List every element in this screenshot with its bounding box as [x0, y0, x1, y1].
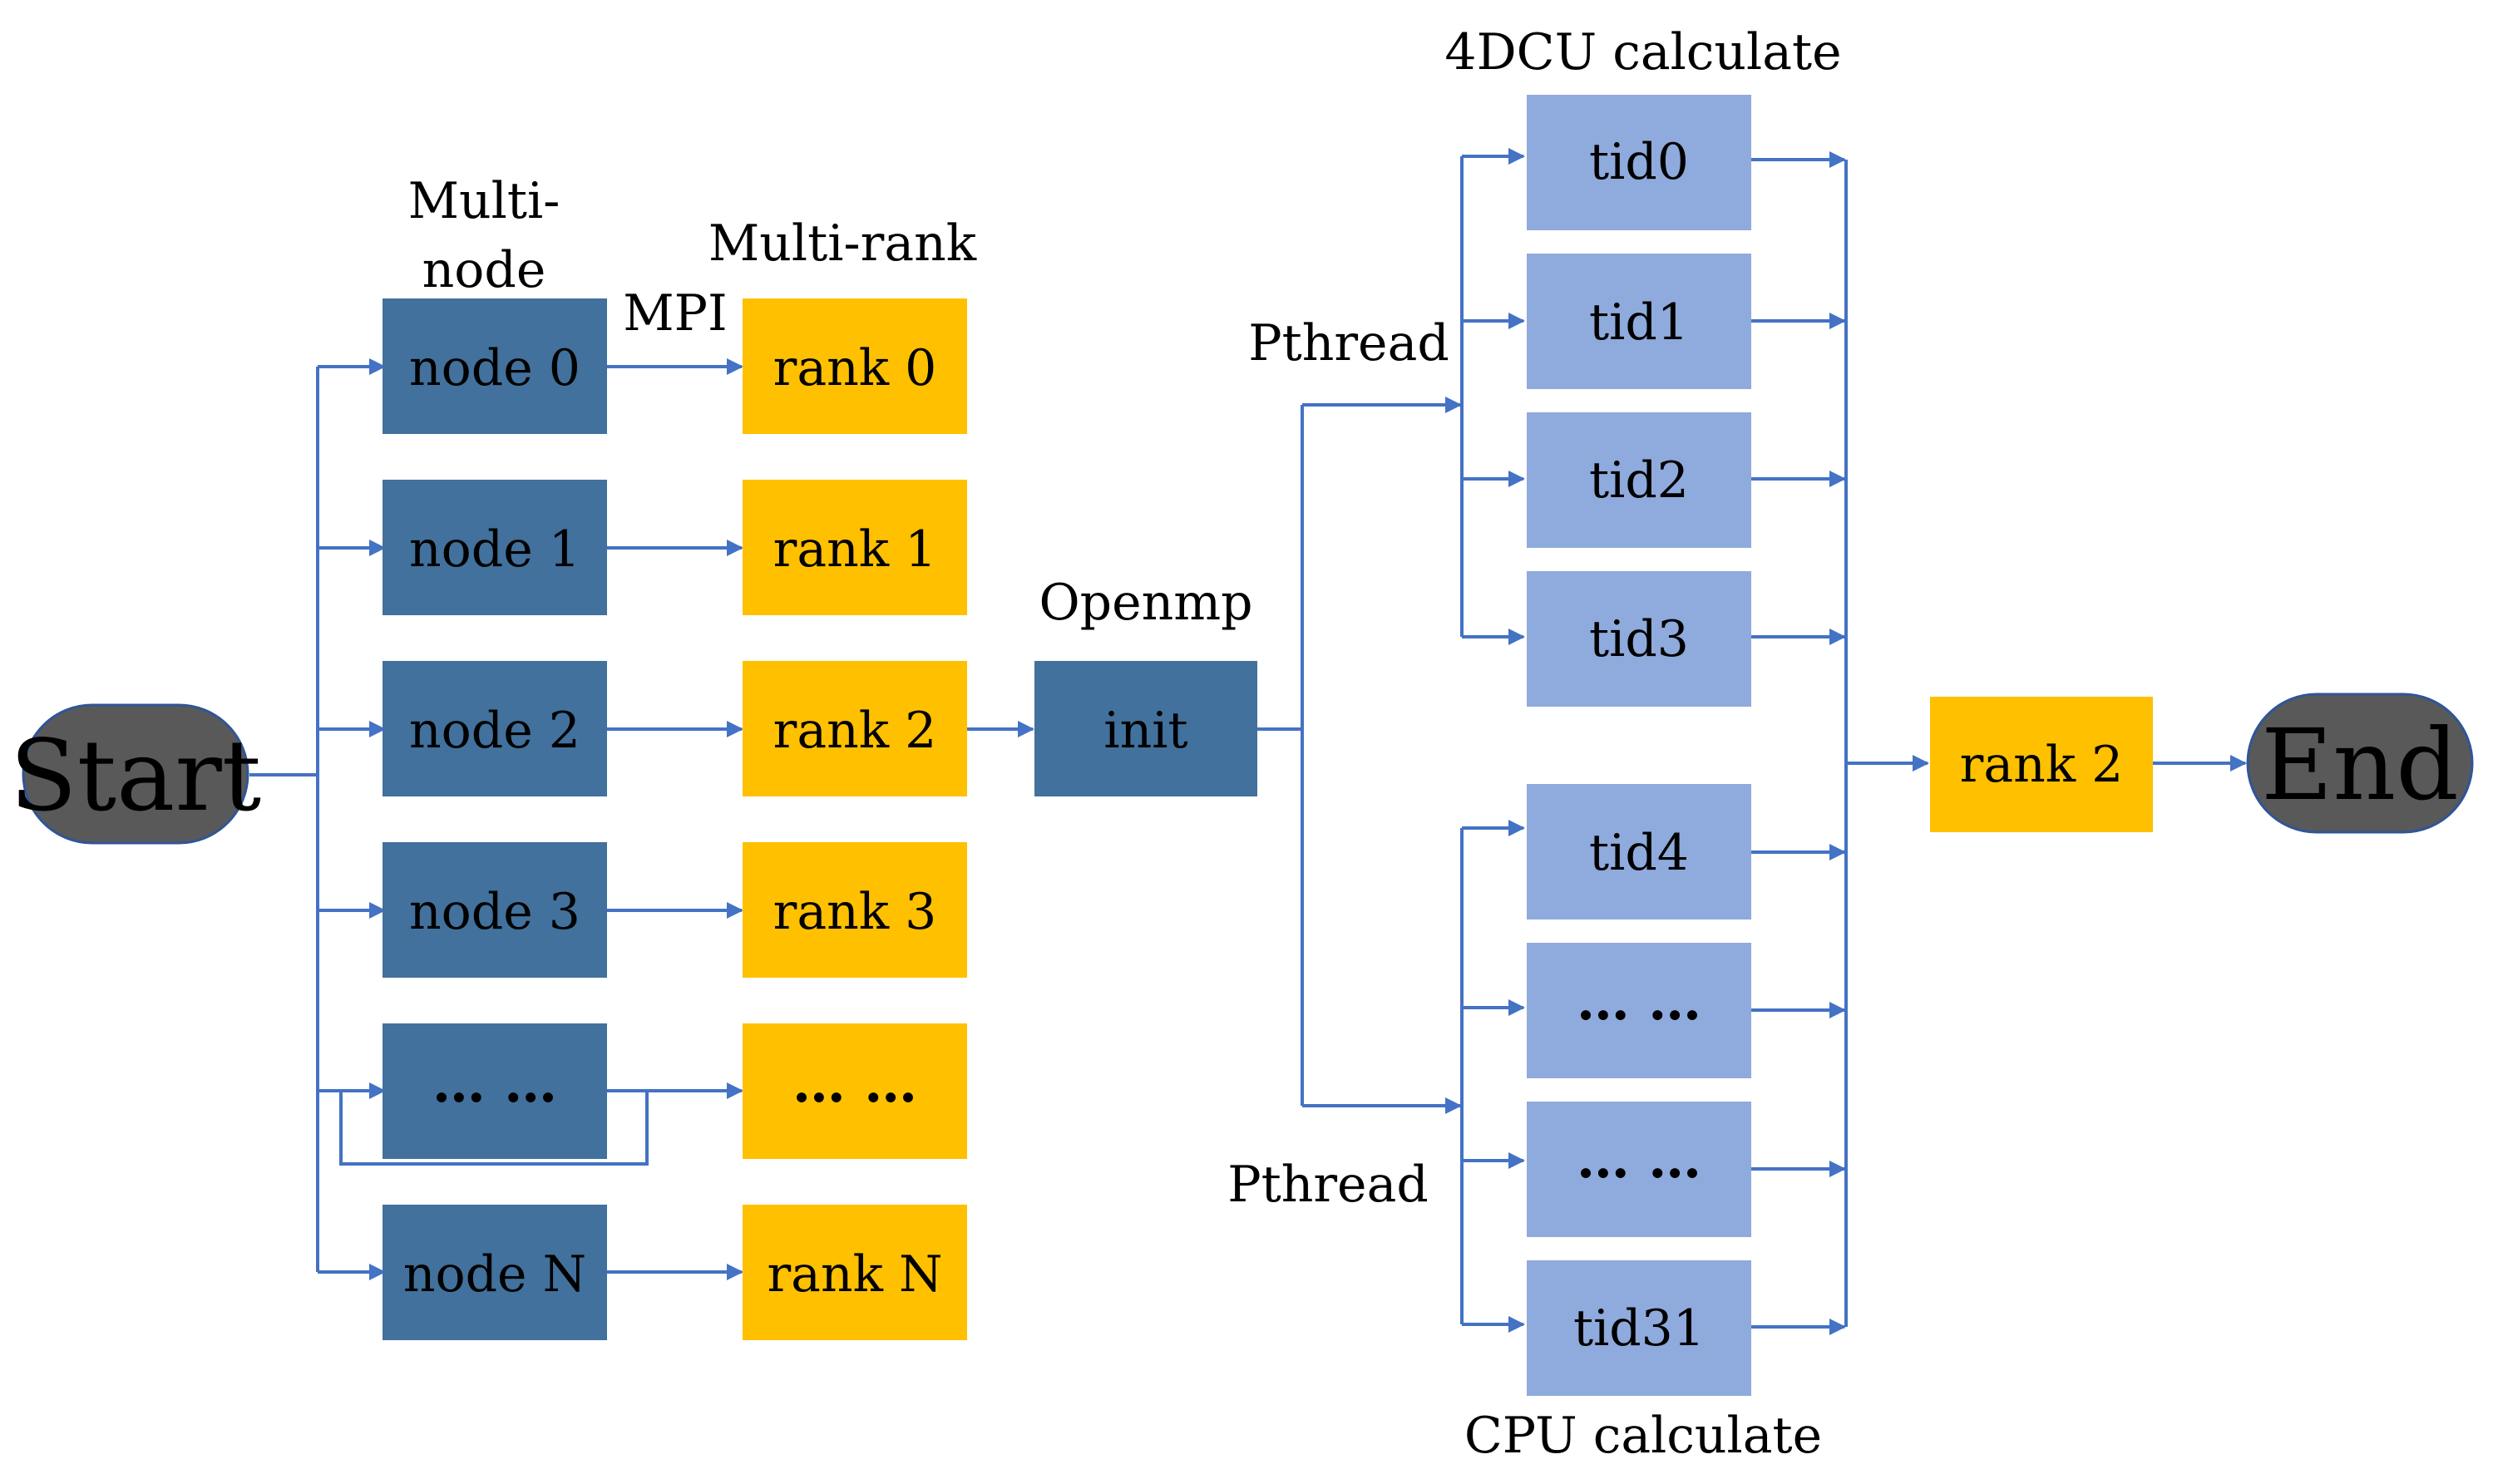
- rank-box: rank 2: [743, 661, 967, 796]
- rank-label: rank 0: [773, 339, 937, 397]
- thread-box: tid3: [1527, 571, 1751, 707]
- rank-box: rank 0: [743, 298, 967, 434]
- dcu-calculate-label: 4DCU calculate: [1444, 23, 1841, 81]
- node-label: node 3: [409, 883, 580, 941]
- multi-node-label-line1: Multi-: [408, 172, 560, 230]
- final-rank-box: rank 2: [1930, 697, 2153, 832]
- node-label: node 1: [409, 520, 580, 579]
- thread-label: tid3: [1589, 610, 1689, 668]
- rank-label: rank 3: [773, 883, 937, 941]
- node-box: node 0: [383, 298, 607, 434]
- node-box: node 1: [383, 480, 607, 615]
- cpu-calculate-label: CPU calculate: [1464, 1407, 1822, 1465]
- pthread-top-label: Pthread: [1248, 314, 1449, 372]
- rank-label: rank N: [767, 1245, 942, 1304]
- rank-box-ellipsis: … …: [743, 1023, 967, 1159]
- mpi-label: MPI: [623, 284, 728, 343]
- thread-box: tid4: [1527, 784, 1751, 919]
- end-label: End: [2261, 707, 2459, 822]
- node-label: node 2: [409, 702, 580, 760]
- annotation-labels: Multi- node Multi-rank MPI Openmp Pthrea…: [408, 23, 1842, 1465]
- node-label: node 0: [409, 339, 580, 397]
- openmp-label: Openmp: [1039, 574, 1252, 632]
- cpu-thread-column: tid4 … … … … tid31: [1527, 784, 1751, 1396]
- final-rank-label: rank 2: [1960, 736, 2124, 794]
- rank-column: rank 0 rank 1 rank 2 rank 3 … … rank N: [743, 298, 967, 1340]
- thread-box: tid2: [1527, 412, 1751, 548]
- init-box: init: [1034, 661, 1257, 796]
- thread-label: tid2: [1589, 451, 1689, 510]
- init-label: init: [1103, 702, 1187, 760]
- thread-box-ellipsis: … …: [1527, 943, 1751, 1078]
- node-ellipsis-label: … …: [432, 1053, 557, 1115]
- rank-box: rank 1: [743, 480, 967, 615]
- rank-label: rank 2: [773, 702, 937, 760]
- rank-label: rank 1: [773, 520, 937, 579]
- thread-label: tid0: [1589, 133, 1689, 191]
- rank-box: rank N: [743, 1205, 967, 1340]
- node-box: node 2: [383, 661, 607, 796]
- end-terminal: End: [2246, 693, 2474, 834]
- thread-label: tid31: [1573, 1299, 1705, 1358]
- dcu-thread-column: tid0 tid1 tid2 tid3: [1527, 95, 1751, 707]
- thread-label: tid4: [1589, 824, 1689, 882]
- start-label: Start: [10, 718, 261, 833]
- thread-label: tid1: [1589, 293, 1689, 352]
- rank-box: rank 3: [743, 842, 967, 978]
- thread-box: tid0: [1527, 95, 1751, 230]
- node-column: node 0 node 1 node 2 node 3 … … node N: [383, 298, 607, 1340]
- thread-box: tid1: [1527, 254, 1751, 389]
- thread-box: tid31: [1527, 1260, 1751, 1396]
- node-box-ellipsis: … …: [383, 1023, 607, 1159]
- start-terminal: Start: [10, 703, 261, 845]
- thread-box-ellipsis: … …: [1527, 1102, 1751, 1237]
- multi-rank-label: Multi-rank: [708, 214, 977, 273]
- connectors: [249, 148, 2247, 1335]
- node-box: node 3: [383, 842, 607, 978]
- pthread-bottom-label: Pthread: [1227, 1156, 1429, 1214]
- node-box: node N: [383, 1205, 607, 1340]
- thread-ellipsis-label: … …: [1577, 1128, 1701, 1191]
- rank-ellipsis-label: … …: [792, 1053, 917, 1115]
- thread-ellipsis-label: … …: [1577, 970, 1701, 1033]
- multi-node-label-line2: node: [422, 241, 546, 299]
- node-label: node N: [403, 1245, 586, 1304]
